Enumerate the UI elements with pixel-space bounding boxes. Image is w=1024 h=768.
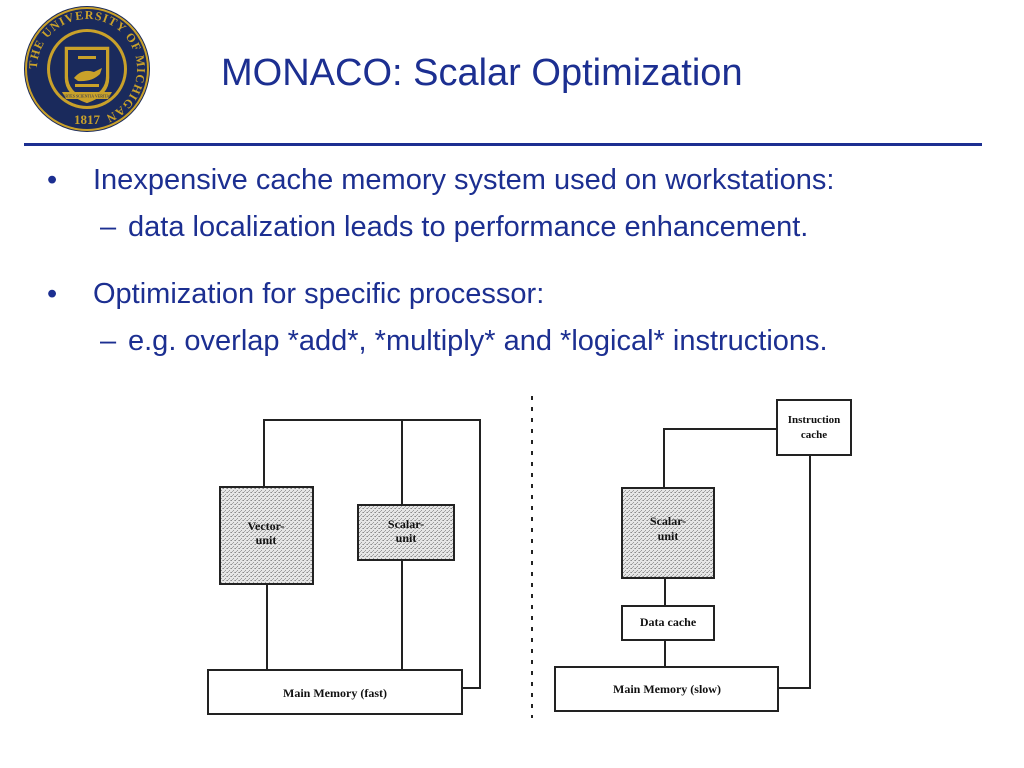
scalar-unit-label-line1: Scalar- — [388, 517, 424, 531]
main-memory-slow-label: Main Memory (slow) — [613, 682, 721, 696]
vector-unit-label-line1: Vector- — [247, 519, 284, 533]
sub-bullet-item-overlap: – e.g. overlap *add*, *multiply* and *lo… — [100, 325, 828, 358]
main-memory-fast-box: Main Memory (fast) — [207, 669, 463, 715]
university-seal-logo: THE UNIVERSITY OF MICHIGAN ARTES SCIENTI… — [24, 6, 150, 132]
bullet-item-cache: • Inexpensive cache memory system used o… — [47, 164, 835, 197]
bullet-text: Inexpensive cache memory system used on … — [93, 164, 835, 196]
scalar-unit-box-left: Scalar- unit — [357, 504, 455, 561]
architecture-diagram: Vector- unit Scalar- unit Main Memory (f… — [207, 396, 852, 718]
main-memory-fast-label: Main Memory (fast) — [283, 686, 387, 700]
instruction-cache-label-line2: cache — [801, 429, 827, 441]
scalar-unit-box-right: Scalar- unit — [621, 487, 715, 579]
connector-line — [778, 455, 811, 689]
sub-bullet-marker: – — [100, 325, 117, 357]
slide-title: MONACO: Scalar Optimization — [221, 52, 743, 94]
instruction-cache-label-line1: Instruction — [788, 414, 841, 426]
vector-unit-label-line2: unit — [256, 533, 277, 547]
scalar-unit-label-line2: unit — [396, 531, 417, 545]
scalar-machine-diagram — [663, 428, 811, 689]
seal-motto: ARTES SCIENTIA VERITAS — [63, 94, 112, 99]
instruction-cache-box: Instruction cache — [776, 399, 852, 456]
data-cache-box: Data cache — [621, 605, 715, 641]
bullet-marker: • — [47, 278, 58, 310]
sub-bullet-marker: – — [100, 211, 117, 243]
connector-line — [263, 419, 481, 689]
main-memory-slow-box: Main Memory (slow) — [554, 666, 779, 712]
data-cache-label: Data cache — [640, 615, 697, 629]
connector-line — [663, 428, 777, 488]
vector-machine-diagram — [263, 419, 481, 689]
scalar-unit-label-line2: unit — [658, 529, 679, 543]
vector-unit-box: Vector- unit — [219, 486, 314, 585]
title-divider — [24, 143, 982, 146]
bullet-marker: • — [47, 164, 58, 196]
sub-bullet-text: data localization leads to performance e… — [128, 211, 809, 243]
seal-year: 1817 — [74, 112, 101, 127]
bullet-item-optimization: • Optimization for specific processor: — [47, 278, 545, 311]
scalar-unit-label-line1: Scalar- — [650, 514, 686, 528]
sub-bullet-text: e.g. overlap *add*, *multiply* and *logi… — [128, 325, 828, 357]
bullet-text: Optimization for specific processor: — [93, 278, 545, 310]
sub-bullet-item-localization: – data localization leads to performance… — [100, 211, 809, 244]
